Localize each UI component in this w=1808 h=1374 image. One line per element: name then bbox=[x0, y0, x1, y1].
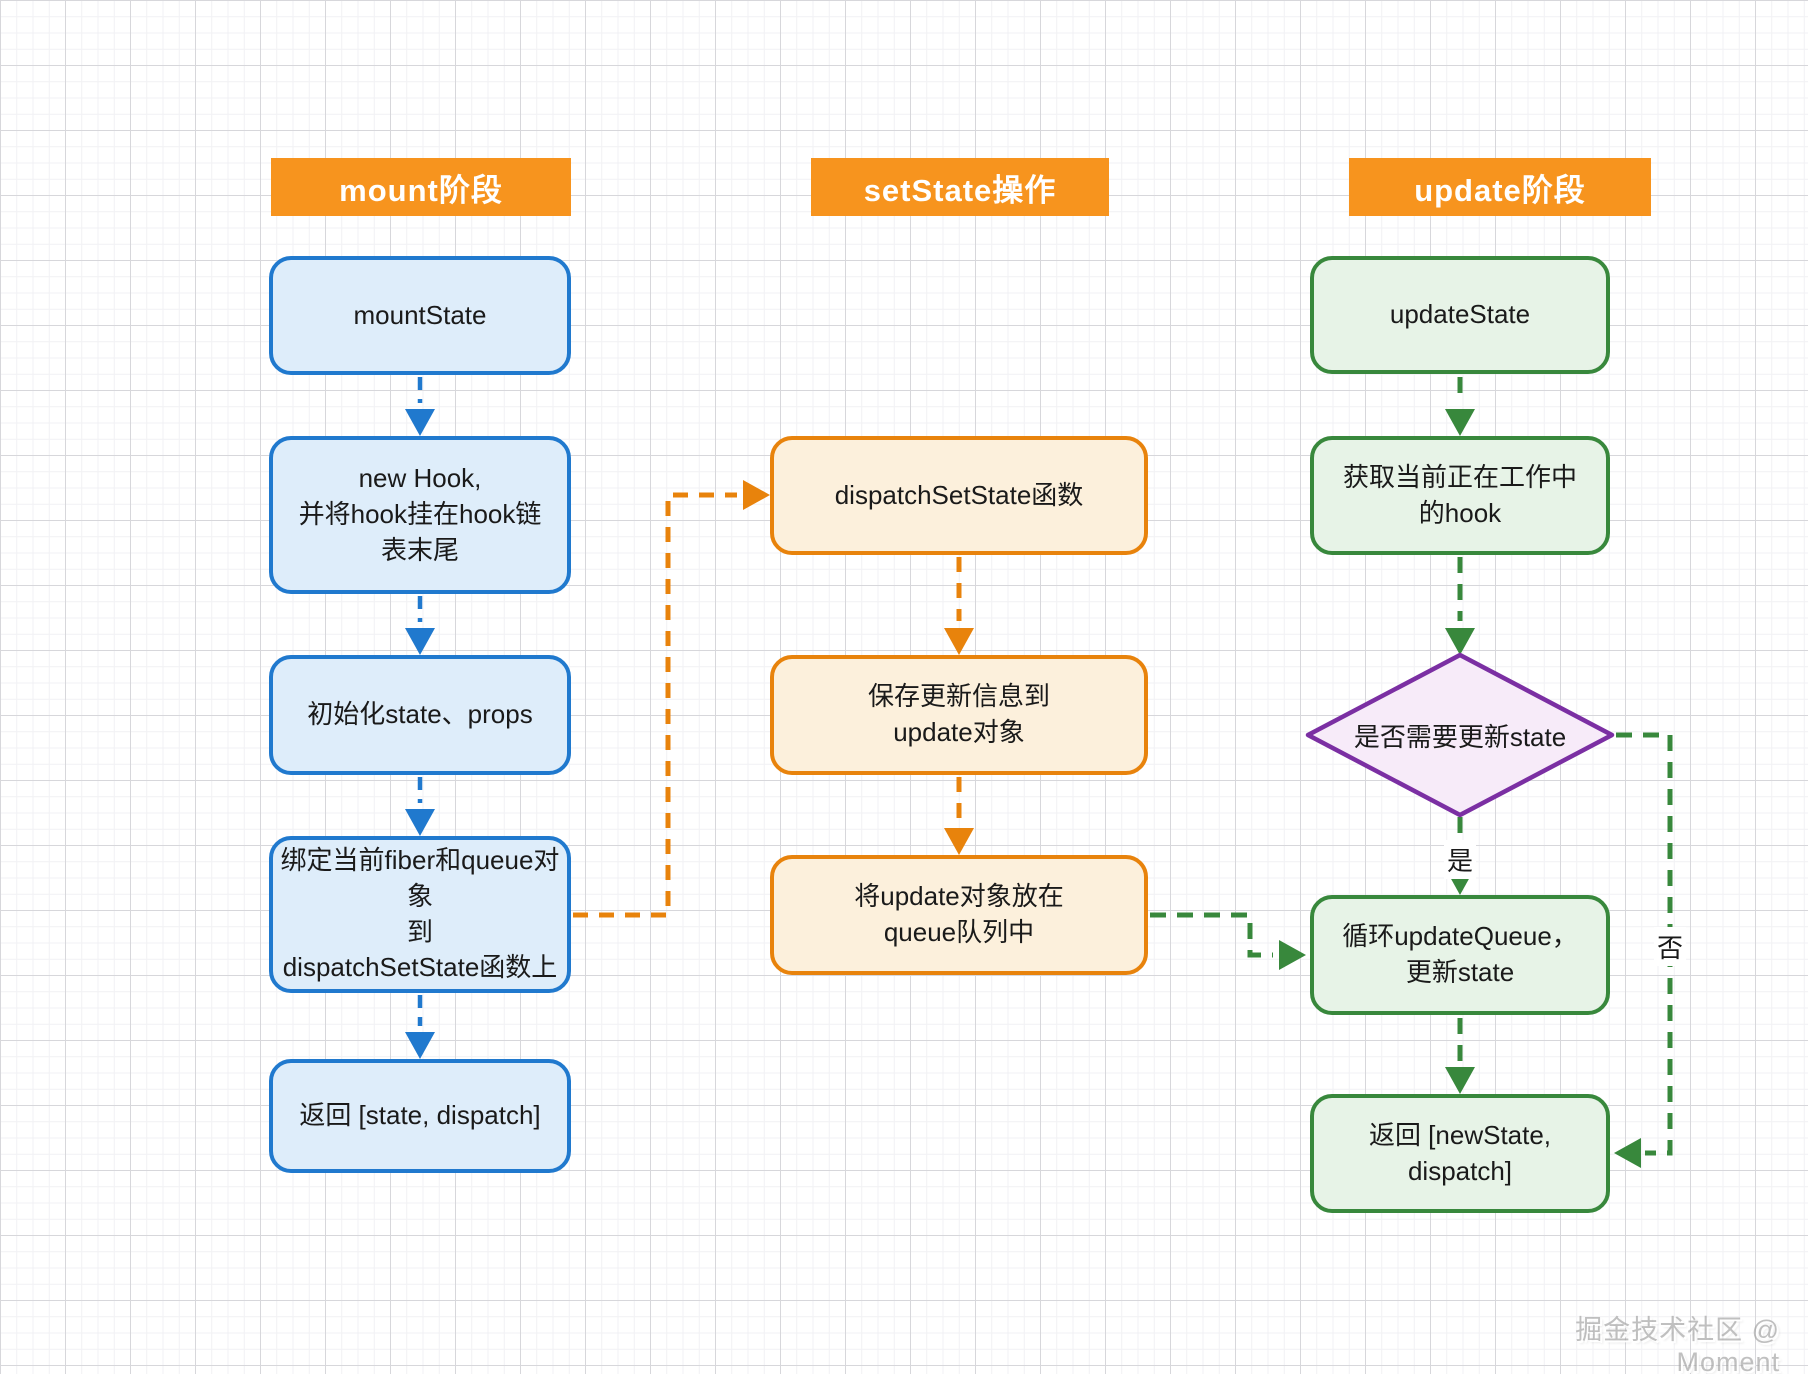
arrowhead-down bbox=[944, 628, 974, 655]
column-header-setstate: setState操作 bbox=[811, 158, 1109, 216]
arrowhead-left bbox=[1614, 1138, 1641, 1168]
node-init-state: 初始化state、props bbox=[269, 655, 571, 775]
arrowhead-down bbox=[405, 809, 435, 836]
edge-label-yes: 是 bbox=[1444, 840, 1477, 879]
node-dispatch-setstate-fn: dispatchSetState函数 bbox=[770, 436, 1148, 555]
arrowhead-down bbox=[1445, 1067, 1475, 1094]
edge-newhook-to-initstate bbox=[405, 596, 435, 655]
arrowhead-down bbox=[405, 628, 435, 655]
edge-line bbox=[1150, 912, 1273, 958]
node-return-newstate-dispatch: 返回 [newState, dispatch] bbox=[1310, 1094, 1610, 1213]
decision-need-update-state: 是否需要更新state bbox=[1353, 721, 1567, 752]
arrowhead-right bbox=[1279, 940, 1306, 970]
node-new-hook: new Hook, 并将hook挂在hook链 表末尾 bbox=[269, 436, 571, 594]
node-loop-update-queue: 循环updateQueue， 更新state bbox=[1310, 895, 1610, 1015]
edge-putqueue-to-loopqueue bbox=[1150, 912, 1306, 970]
edge-bindfiber-to-returnstate bbox=[405, 995, 435, 1059]
edge-initstate-to-bindfiber bbox=[405, 777, 435, 836]
arrowhead-down bbox=[405, 409, 435, 436]
edge-gethook-to-diamond bbox=[1445, 557, 1475, 655]
column-header-mount: mount阶段 bbox=[271, 158, 571, 216]
node-mount-state: mountState bbox=[269, 256, 571, 375]
watermark: 掘金技术社区 @ Moment bbox=[1575, 1315, 1780, 1374]
arrowhead-down bbox=[405, 1032, 435, 1059]
edge-mountstate-to-newhook bbox=[405, 377, 435, 436]
edge-line bbox=[573, 492, 737, 918]
node-save-update-info: 保存更新信息到 update对象 bbox=[770, 655, 1148, 775]
arrowhead-down bbox=[1445, 409, 1475, 436]
node-update-state: updateState bbox=[1310, 256, 1610, 374]
edge-loopqueue-to-returnnew bbox=[1445, 1018, 1475, 1094]
node-put-update-in-queue: 将update对象放在 queue队列中 bbox=[770, 855, 1148, 975]
arrowhead-down bbox=[944, 828, 974, 855]
edge-diamond-no-to-returnnew bbox=[1614, 732, 1673, 1168]
edge-label-no: 否 bbox=[1654, 927, 1687, 966]
edge-bindfiber-to-dispatchfn bbox=[573, 480, 770, 918]
arrowhead-right bbox=[743, 480, 770, 510]
arrowhead-down bbox=[1445, 628, 1475, 655]
node-return-state-dispatch: 返回 [state, dispatch] bbox=[269, 1059, 571, 1173]
node-get-working-hook: 获取当前正在工作中 的hook bbox=[1310, 436, 1610, 555]
decision-diamond-shape bbox=[1305, 652, 1615, 818]
column-header-update: update阶段 bbox=[1349, 158, 1651, 216]
edge-saveupdate-to-putqueue bbox=[944, 777, 974, 855]
edge-updatestate-to-gethook bbox=[1445, 377, 1475, 436]
edge-dispatchfn-to-saveupdate bbox=[944, 557, 974, 655]
node-bind-fiber: 绑定当前fiber和queue对象 到 dispatchSetState函数上 bbox=[269, 836, 571, 993]
edge-line bbox=[1616, 732, 1673, 1156]
